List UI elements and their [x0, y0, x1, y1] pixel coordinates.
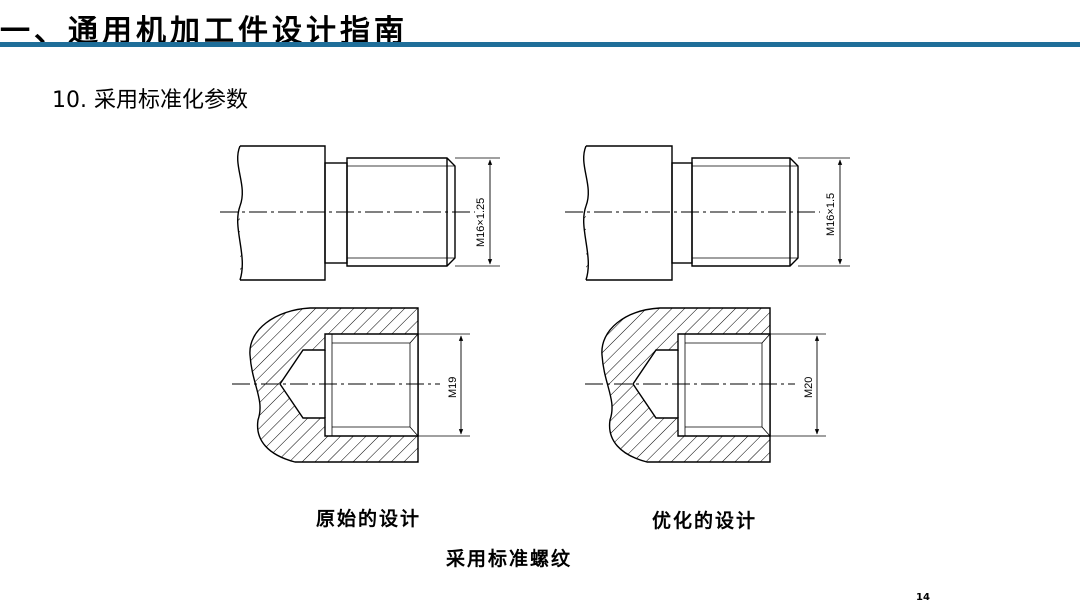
shaft-original [236, 145, 500, 281]
caption-optimized: 优化的设计 [652, 510, 758, 532]
hole-original [249, 307, 470, 463]
shaft-optimized-dim-label: M16×1.5 [825, 193, 837, 236]
title-underline [0, 42, 1080, 47]
hole-optimized [601, 307, 826, 463]
shaft-optimized [582, 145, 850, 281]
hole-optimized-dim-label: M20 [803, 377, 815, 398]
caption-original: 原始的设计 [316, 508, 422, 530]
section-heading: 10. 采用标准化参数 [52, 88, 248, 113]
page-number: 14 [916, 592, 930, 603]
hole-original-dim-label: M19 [447, 377, 459, 398]
shaft-original-dim-label: M16×1.25 [475, 198, 487, 247]
caption-main: 采用标准螺纹 [446, 548, 573, 570]
